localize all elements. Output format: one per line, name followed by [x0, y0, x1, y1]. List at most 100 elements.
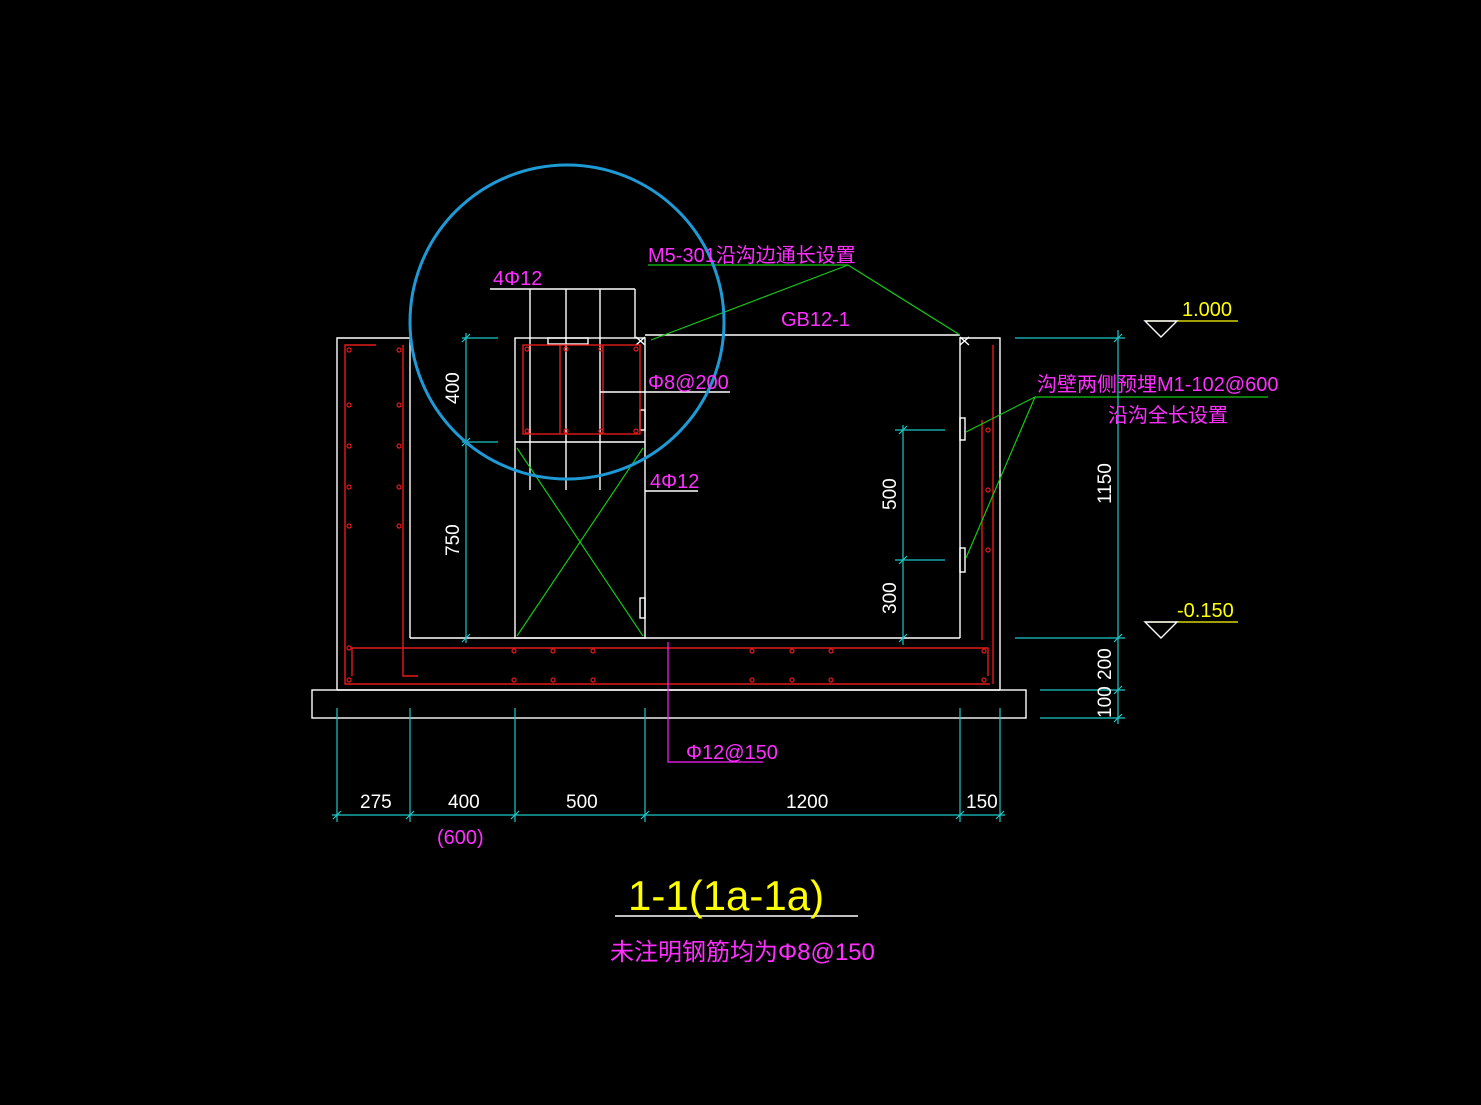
rebar-dot — [511, 648, 517, 654]
beam-stirrup — [522, 344, 641, 435]
alt-dim-text: (600) — [437, 827, 484, 849]
grating-label: GB12-1 — [781, 309, 850, 331]
rebar-dot — [346, 443, 352, 449]
annotations: M5-301沿沟边通长设置 4Φ12 GB12-1 Φ8@200 4Φ12 沟壁… — [493, 244, 1278, 764]
rebar-dot — [346, 523, 352, 529]
angle-seat-right — [959, 336, 970, 346]
left-wall — [336, 337, 411, 690]
wall-embed-label: 沟壁两侧预埋M1-102@600 — [1037, 373, 1278, 396]
angle-seat-left — [635, 336, 646, 346]
rebar-dot — [749, 648, 755, 654]
slab-top-rebar — [351, 647, 989, 676]
dim-tick — [640, 810, 650, 820]
annotation-leaders — [600, 391, 858, 917]
elevation-marker-bottom: -0.150 — [1143, 600, 1238, 639]
embed-plate-wall-upper — [959, 417, 966, 441]
rebar-dot — [396, 484, 402, 490]
embed-plate-beam-low — [639, 597, 646, 619]
dim-text: 300 — [880, 582, 901, 614]
left-wall-inner-rebar — [402, 345, 418, 677]
dim-text: 400 — [443, 372, 464, 404]
top-bars-label: 4Φ12 — [493, 268, 542, 290]
general-note: 未注明钢筋均为Φ8@150 — [610, 939, 875, 966]
leader-lines — [516, 264, 1268, 637]
embed-plate-wall-lower — [959, 547, 966, 573]
rebar-dot — [590, 648, 596, 654]
rebar-dot — [396, 443, 402, 449]
rebar-dot — [550, 648, 556, 654]
dim-text: 100 — [1095, 686, 1116, 718]
m5-embed-label: M5-301沿沟边通长设置 — [648, 244, 856, 267]
dim-tick — [898, 555, 908, 565]
highlight-circle — [408, 163, 726, 481]
dim-tick — [405, 810, 415, 820]
cushion-layer — [311, 689, 1027, 719]
slab-bars-label: Φ12@150 — [686, 742, 778, 764]
rebar-dot — [346, 645, 352, 651]
rebar-dot — [346, 677, 352, 683]
dim-text: 750 — [443, 524, 464, 556]
section-title-block: 1-1(1a-1a) 未注明钢筋均为Φ8@150 — [610, 872, 875, 966]
rebar-dot — [524, 346, 530, 352]
m5-leader-right — [847, 264, 961, 336]
rebar-dot — [396, 523, 402, 529]
rebar-dot — [590, 677, 596, 683]
dim-tick — [898, 633, 908, 643]
dim-tick — [995, 810, 1005, 820]
dim-tick — [1113, 633, 1123, 643]
right-wall — [959, 337, 1001, 690]
wall-embed-leader-upper — [965, 396, 1036, 433]
rebar-dot — [346, 347, 352, 353]
elevation-marker-top: 1.000 — [1143, 299, 1238, 338]
rebar-dot — [981, 648, 987, 654]
dim-tick — [898, 425, 908, 435]
dim-tick — [461, 633, 471, 643]
dim-text: 275 — [360, 792, 392, 813]
rebar-dot — [985, 427, 991, 433]
rebar-dot — [981, 677, 987, 683]
dim-tick — [1113, 333, 1123, 343]
rebar-dot — [598, 428, 604, 434]
dim-text: 150 — [966, 792, 998, 813]
stirrup-label: Φ8@200 — [648, 372, 729, 394]
rebar-dot — [524, 428, 530, 434]
dimensions — [332, 330, 1125, 822]
dim-text: 500 — [880, 478, 901, 510]
rebar-dot — [598, 346, 604, 352]
section-title: 1-1(1a-1a) — [628, 872, 824, 919]
wall-embed-extent-label: 沿沟全长设置 — [1108, 404, 1228, 427]
rebar-dot — [985, 487, 991, 493]
elevation-triangle — [1143, 621, 1179, 639]
dim-tick — [461, 333, 471, 343]
rebar-dot — [789, 677, 795, 683]
rebar-dot — [633, 346, 639, 352]
elevation-top-label: 1.000 — [1182, 299, 1232, 321]
elevation-triangle — [1143, 320, 1179, 338]
rebar-dots — [346, 346, 991, 683]
rebar-dot — [396, 402, 402, 408]
elevation-bottom-label: -0.150 — [1177, 600, 1234, 622]
rebar-dot — [633, 428, 639, 434]
dim-tick — [955, 810, 965, 820]
dim-text: 1150 — [1095, 463, 1116, 504]
dim-text: 200 — [1095, 648, 1116, 680]
bottom-bars-label: 4Φ12 — [650, 471, 699, 493]
rebar-dot — [563, 428, 569, 434]
beam-cross-b — [516, 447, 644, 637]
dim-text: 500 — [566, 792, 598, 813]
wall-embed-leader-lower — [965, 396, 1036, 559]
dim-text: 1200 — [786, 792, 828, 813]
rebar-dot — [511, 677, 517, 683]
vertical-dim-texts: 400 750 500 300 1150 200 100 — [443, 372, 1116, 718]
rebar-dot — [346, 402, 352, 408]
rebar-dot — [789, 648, 795, 654]
rebar-dot — [346, 484, 352, 490]
rebar-dot — [563, 346, 569, 352]
embed-plate-top — [547, 337, 589, 345]
dim-tick — [510, 810, 520, 820]
dim-tick — [1113, 685, 1123, 695]
rebar-dot — [828, 648, 834, 654]
rebar-dot — [828, 677, 834, 683]
